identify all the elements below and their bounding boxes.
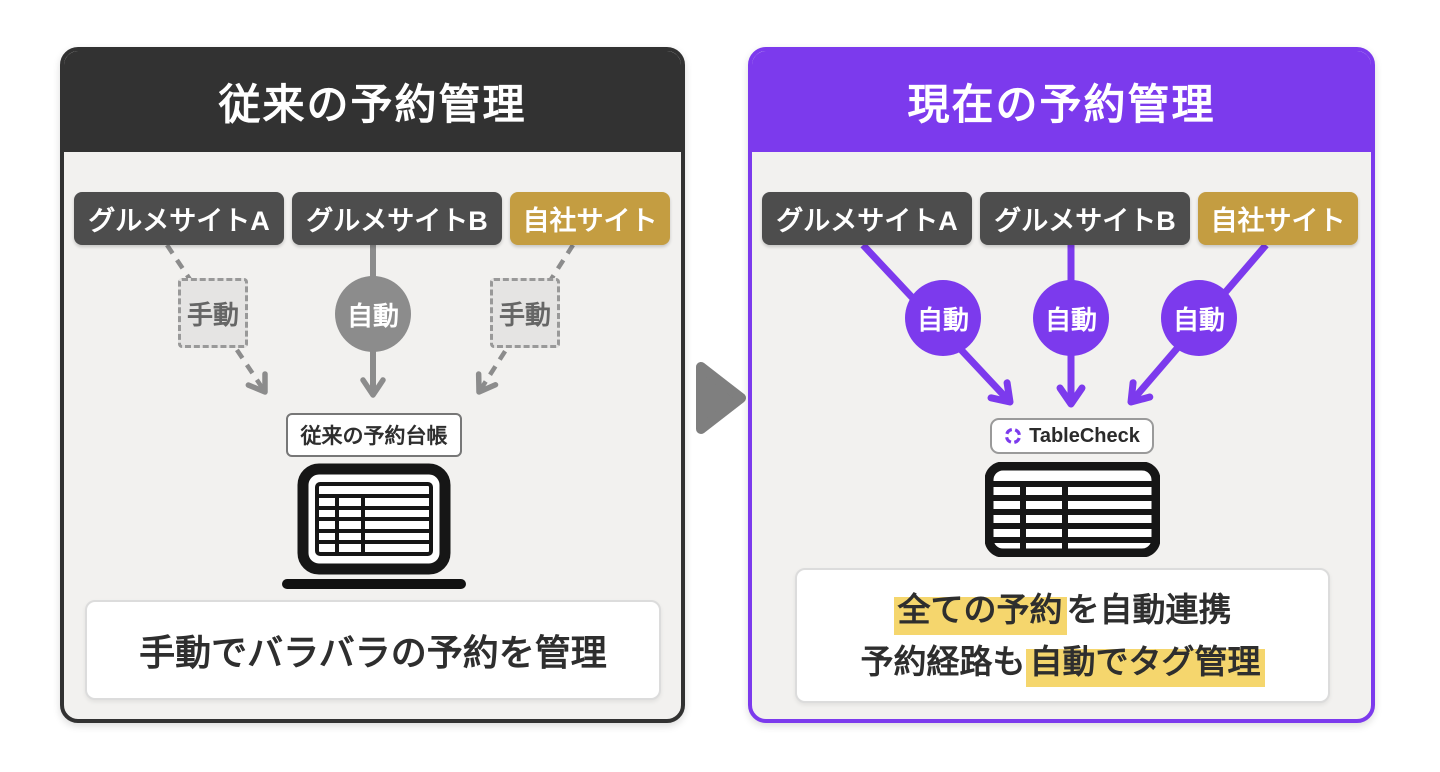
traditional-panel: 従来の予約管理 グルメサイトA グルメサイトB 自社サイト 手動 自動 手動 従… (60, 47, 685, 723)
source-gourmet-site-b: グルメサイトB (292, 192, 502, 245)
auto-label-2: 自動 (1033, 280, 1109, 356)
source-gourmet-site-a: グルメサイトA (74, 192, 284, 245)
manual-arrow-right (475, 243, 575, 395)
current-panel: 現在の予約管理 グルメサイトA グルメサイトB 自社サイト 自動 自動 自動 T… (748, 47, 1375, 723)
traditional-caption-text: 手動でバラバラの予約を管理 (139, 632, 607, 673)
source-own-site: 自社サイト (510, 192, 670, 245)
auto-label-1: 自動 (905, 280, 981, 356)
highlighted-text: 自動でタグ管理 (1025, 642, 1265, 687)
traditional-diagram: グルメサイトA グルメサイトB 自社サイト 手動 自動 手動 従来の予約台帳 手… (64, 152, 681, 719)
tablecheck-logo-icon (1005, 427, 1022, 445)
manual-arrow-left (165, 243, 268, 395)
manual-label-left: 手動 (178, 278, 248, 348)
highlighted-text: 全ての予約 (893, 591, 1067, 636)
manual-label-right: 手動 (490, 278, 560, 348)
laptop-spreadsheet-icon (282, 463, 466, 589)
current-caption-line-1: 全ての予約を自動連携 (893, 584, 1232, 636)
source-gourmet-site-a: グルメサイトA (762, 192, 972, 245)
auto-label-3: 自動 (1161, 280, 1237, 356)
traditional-panel-title: 従来の予約管理 (64, 51, 681, 152)
source-own-site: 自社サイト (1198, 192, 1358, 245)
current-panel-title: 現在の予約管理 (752, 51, 1371, 152)
legacy-ledger-label: 従来の予約台帳 (286, 413, 462, 457)
auto-label-center: 自動 (335, 276, 411, 352)
current-caption: 全ての予約を自動連携 予約経路も自動でタグ管理 (795, 568, 1330, 703)
current-caption-line-2: 予約経路も自動でタグ管理 (861, 636, 1265, 687)
current-diagram: グルメサイトA グルメサイトB 自社サイト 自動 自動 自動 TableChec… (752, 152, 1371, 719)
tablecheck-brand-badge: TableCheck (990, 418, 1154, 454)
traditional-caption: 手動でバラバラの予約を管理 (85, 600, 661, 700)
caption-text: を自動連携 (1066, 591, 1232, 629)
tablecheck-brand-label: TableCheck (1029, 424, 1140, 447)
arrow-right-icon (696, 362, 746, 434)
source-gourmet-site-b: グルメサイトB (980, 192, 1190, 245)
spreadsheet-icon (985, 462, 1160, 557)
caption-text: 予約経路も (860, 642, 1026, 680)
